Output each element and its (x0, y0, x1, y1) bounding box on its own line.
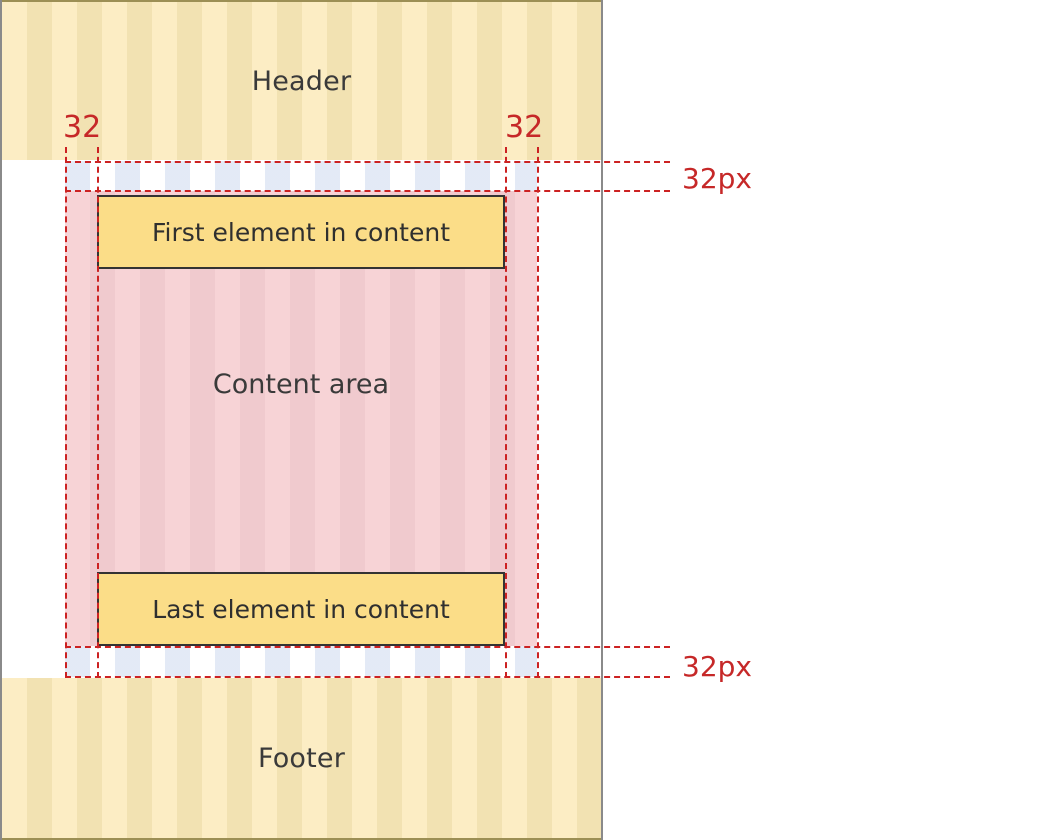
last-element-box: Last element in content (97, 572, 505, 646)
header-label: Header (251, 65, 352, 97)
guide-top-gap-lower (65, 190, 670, 192)
last-element-label: Last element in content (152, 594, 450, 624)
guide-bottom-gap-lower (65, 676, 670, 678)
guide-right-inner (505, 147, 507, 678)
measure-bottom-gap: 32px (682, 650, 752, 683)
measure-right-inset: 32 (505, 110, 544, 145)
guide-bottom-gap-upper (65, 646, 670, 648)
bottom-spacer-strip (65, 646, 537, 677)
page-frame (0, 0, 603, 840)
top-spacer-strip (65, 161, 537, 191)
footer-label: Footer (257, 742, 346, 774)
first-element-label: First element in content (151, 217, 451, 247)
footer-band: Footer (2, 678, 601, 840)
header-band: Header (2, 0, 601, 160)
guide-right-outer (537, 147, 539, 678)
measure-left-inset: 32 (63, 110, 102, 145)
guide-left-inner (97, 147, 99, 678)
first-element-box: First element in content (97, 195, 505, 269)
guide-top-gap-upper (65, 161, 670, 163)
content-area-label: Content area (212, 369, 390, 400)
measure-top-gap: 32px (682, 162, 752, 195)
guide-left-outer (65, 147, 67, 678)
